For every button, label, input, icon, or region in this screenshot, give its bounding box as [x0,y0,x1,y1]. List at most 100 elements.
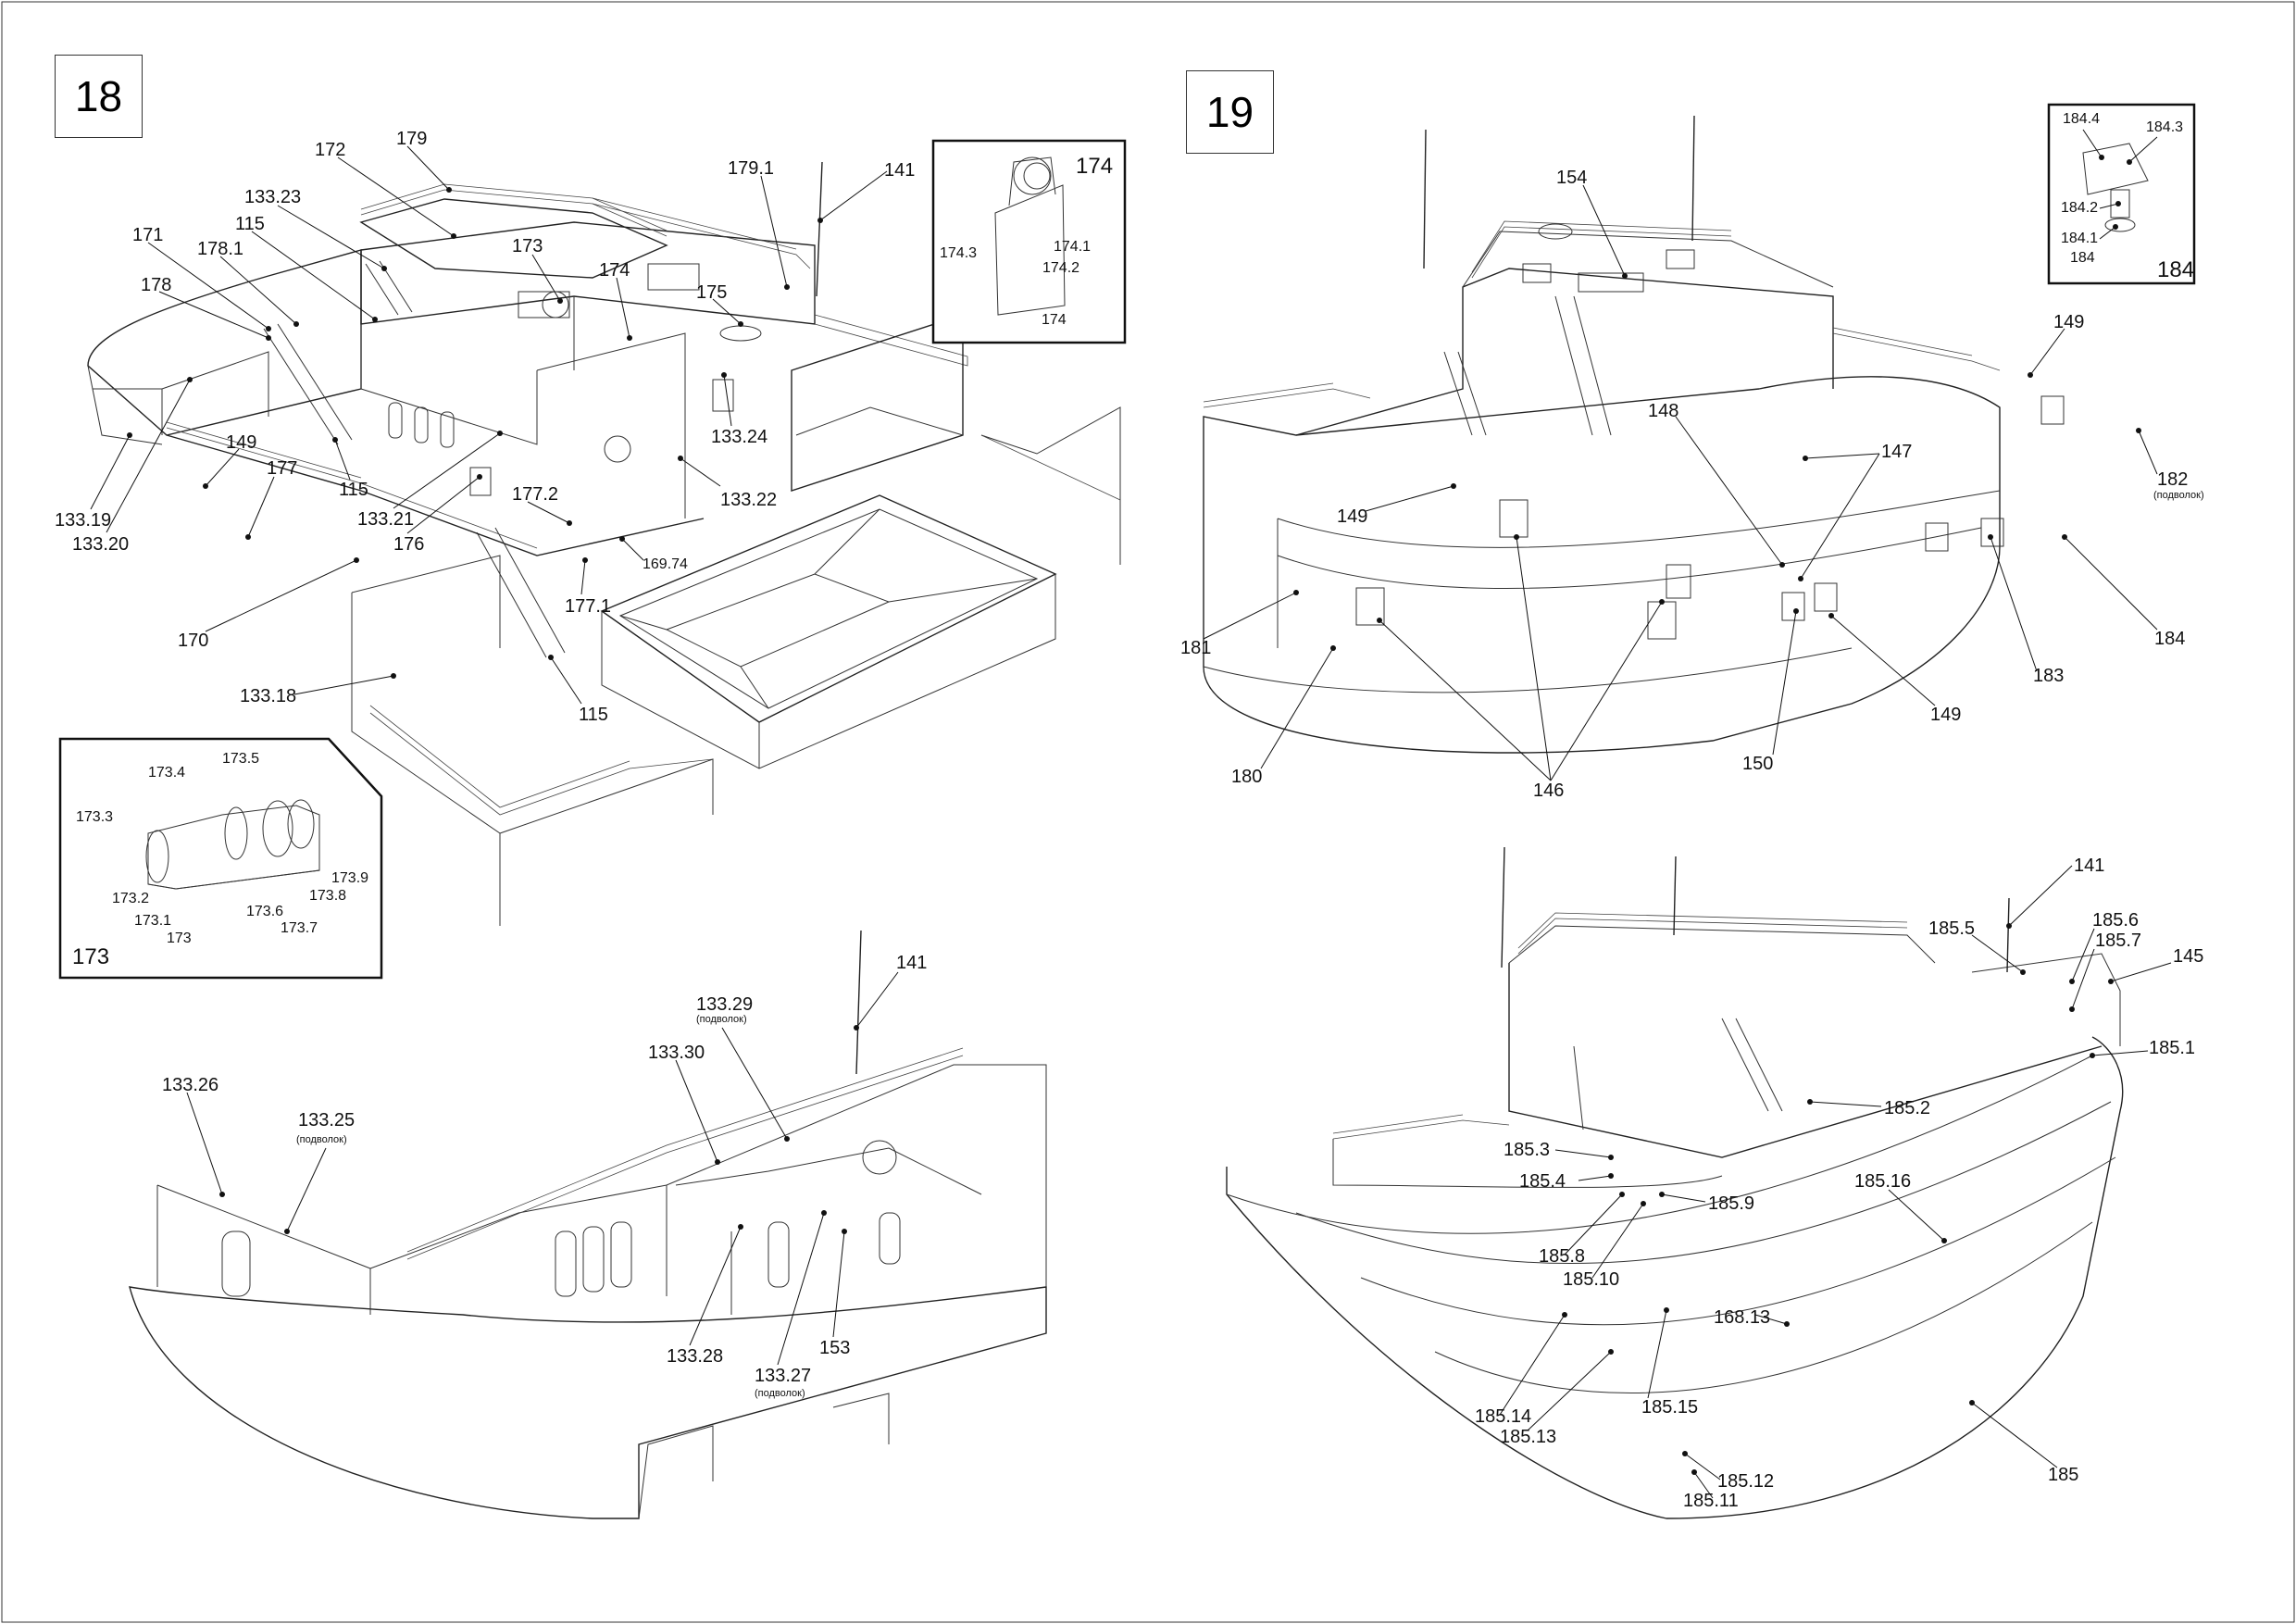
part-label: 115 [579,705,608,725]
part-label: 133.28 [667,1346,724,1367]
part-label: 174 [1042,312,1067,328]
step19-drawing [1203,115,2065,754]
part-label: 182 [2157,469,2189,490]
part-label: 174.1 [1054,239,1092,255]
part-label: 115 [235,214,265,234]
part-label: 173.4 [148,765,186,781]
part-label: 185.8 [1539,1246,1586,1267]
part-label: 185.1 [2149,1038,2196,1058]
part-label: 183 [2033,666,2065,686]
inset-184-title: 184 [2157,257,2195,282]
inset-174-title: 174 [1076,154,1114,179]
part-label: 178.1 [197,239,244,259]
part-label: 168.13 [1714,1307,1771,1328]
part-label: 185.12 [1717,1471,1775,1492]
part-label: 185.5 [1928,918,1976,939]
part-label: 133.26 [162,1075,219,1095]
part-label: 173 [167,931,192,946]
part-label: 185.10 [1563,1269,1620,1290]
part-label: 149 [1930,705,1962,725]
part-label: 179 [396,129,428,149]
part-label: 185.14 [1475,1406,1532,1427]
part-label: 150 [1742,754,1774,774]
part-label: 141 [896,953,928,973]
part-label: 173.2 [112,891,150,906]
part-label: 173.9 [331,870,369,886]
inset-173-box [58,737,383,980]
step18b-drawing [129,930,1047,1519]
part-label: 185.2 [1884,1098,1931,1118]
part-label: 154 [1556,168,1588,188]
part-label: 181 [1180,638,1212,658]
inset-174-drawing [994,156,1066,316]
part-label: 177 [267,458,298,479]
part-label: 133.30 [648,1043,705,1063]
inset-184-box [2047,103,2196,285]
part-label: 173.6 [246,904,284,919]
part-label: 133.23 [244,187,302,207]
step19b-drawing [1226,846,2124,1519]
part-label: 170 [178,631,209,651]
part-label: 169.74 [643,556,688,572]
part-label: 174.2 [1042,260,1080,276]
part-label: 145 [2173,946,2204,967]
part-label: 176 [393,534,425,555]
part-label: 133.22 [720,490,778,510]
inset-173-drawing [145,799,320,890]
part-label-note: (подволок) [696,1014,747,1025]
part-label: 185 [2048,1465,2079,1485]
part-label: 149 [226,432,257,453]
part-label: 178 [141,275,172,295]
part-label: 133.27 [755,1366,812,1386]
part-label: 175 [696,282,728,303]
part-label: 133.19 [55,510,112,531]
part-label: 173.1 [134,913,172,929]
part-label: 149 [1337,506,1368,527]
part-label: 185.4 [1519,1171,1566,1192]
part-label: 141 [2074,856,2105,876]
part-label: 185.11 [1683,1491,1739,1511]
part-label-note: (подволок) [296,1134,347,1145]
part-label: 184.3 [2146,119,2184,135]
part-label: 184.4 [2063,111,2101,127]
part-label: 173.3 [76,809,114,825]
part-label: 184.2 [2061,200,2099,216]
part-label: 173.7 [281,920,318,936]
part-label: 148 [1648,401,1679,421]
part-label: 185.3 [1504,1140,1551,1160]
part-label: 184.1 [2061,231,2099,246]
part-label: 147 [1881,442,1913,462]
part-label: 173 [512,236,543,256]
part-label: 133.25 [298,1110,356,1131]
part-label: 133.21 [357,509,415,530]
inset-174-box [931,139,1127,344]
part-label: 185.9 [1708,1193,1755,1214]
part-label: 185.15 [1641,1397,1699,1418]
part-label: 185.13 [1500,1427,1557,1447]
step-number-18: 18 [55,55,143,138]
part-label: 185.6 [2092,910,2140,931]
part-label-note: (подволок) [2153,490,2204,501]
part-label: 179.1 [728,158,775,179]
part-label: 177.2 [512,484,559,505]
part-label: 153 [819,1338,851,1358]
part-label: 173.5 [222,751,260,767]
part-label: 133.20 [72,534,130,555]
part-label: 185.7 [2095,931,2142,951]
part-label: 174 [599,260,630,281]
part-label: 115 [339,480,368,500]
part-label: 177.1 [565,596,612,617]
step-number-19: 19 [1186,70,1274,154]
part-label: 185.16 [1854,1171,1912,1192]
part-label: 146 [1533,781,1565,801]
part-label: 149 [2053,312,2085,332]
part-label: 184 [2154,629,2186,649]
part-label: 133.24 [711,427,768,447]
part-label: 133.18 [240,686,297,706]
part-label: 184 [2070,250,2095,266]
part-label: 172 [315,140,346,160]
part-label: 174.3 [940,245,978,261]
